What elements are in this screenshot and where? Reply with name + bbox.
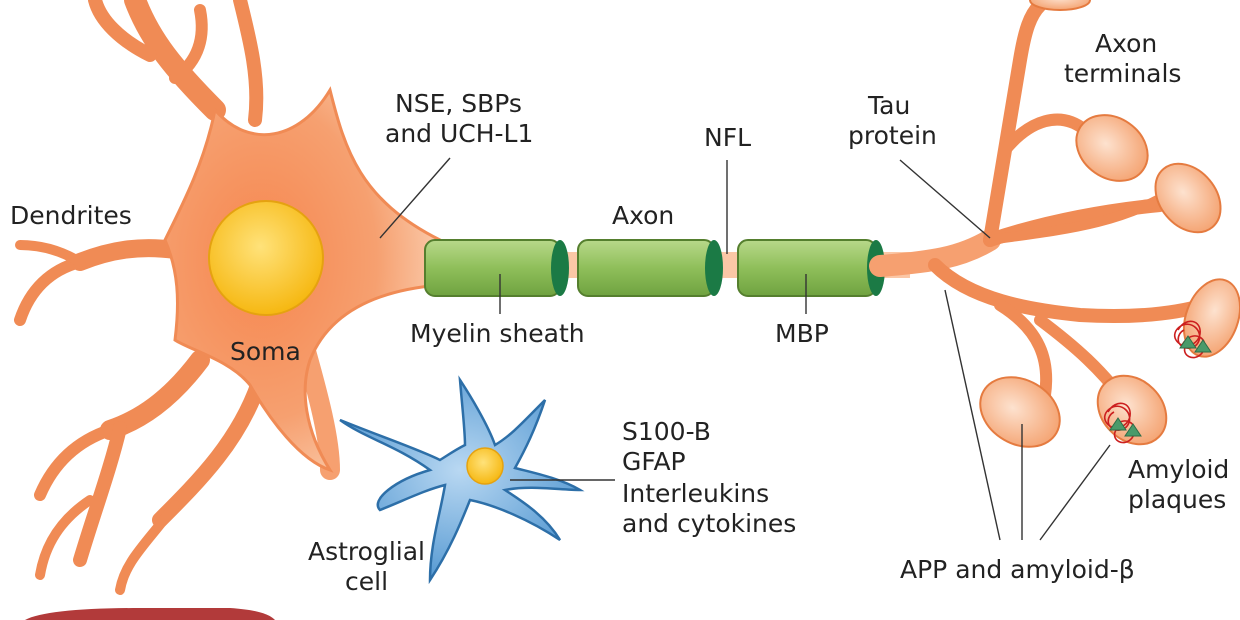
nse-label-line2: and UCH-L1 [385,119,533,148]
axon-terminal-branches [869,0,1212,401]
amyloid-plaque-1 [1173,320,1212,359]
amyloid-plaques-label-line2: plaques [1128,485,1226,514]
myelin-segment-2 [577,239,723,297]
cropped-panel-edge [25,608,275,620]
axon-terminals-label-line1: Axon [1095,29,1157,58]
dendrites-label: Dendrites [10,201,132,230]
myelin-segment-1 [424,239,569,297]
myelin-segment-3 [737,239,885,297]
tau-label-line2: protein [848,121,937,150]
axon-terminal-boutons [979,0,1240,448]
tau-label-line1: Tau [867,91,910,120]
astroglial-label-line1: Astroglial [308,537,425,566]
mbp-label: MBP [775,319,829,348]
axon-label: Axon [612,201,674,230]
s100b-label: S100-B [622,417,711,446]
nse-label-line1: NSE, SBPs [395,89,522,118]
astroglial-cell-body [339,375,585,585]
leader-lines [379,157,1111,541]
soma-label: Soma [230,337,301,366]
gfap-label: GFAP [622,447,686,476]
nfl-label: NFL [704,123,751,152]
app-amyloid-beta-label: APP and amyloid-β [900,555,1135,584]
astroglial-label-line2: cell [345,567,388,596]
amyloid-plaque-2 [1103,402,1142,444]
soma-nucleus [208,200,324,316]
cytokines-label: and cytokines [622,509,796,538]
axon-terminals-label-line2: terminals [1064,59,1181,88]
astroglial-nucleus [466,447,504,485]
interleukins-label: Interleukins [622,479,769,508]
amyloid-plaques-label-line1: Amyloid [1128,455,1229,484]
myelin-sheath-label: Myelin sheath [410,319,585,348]
